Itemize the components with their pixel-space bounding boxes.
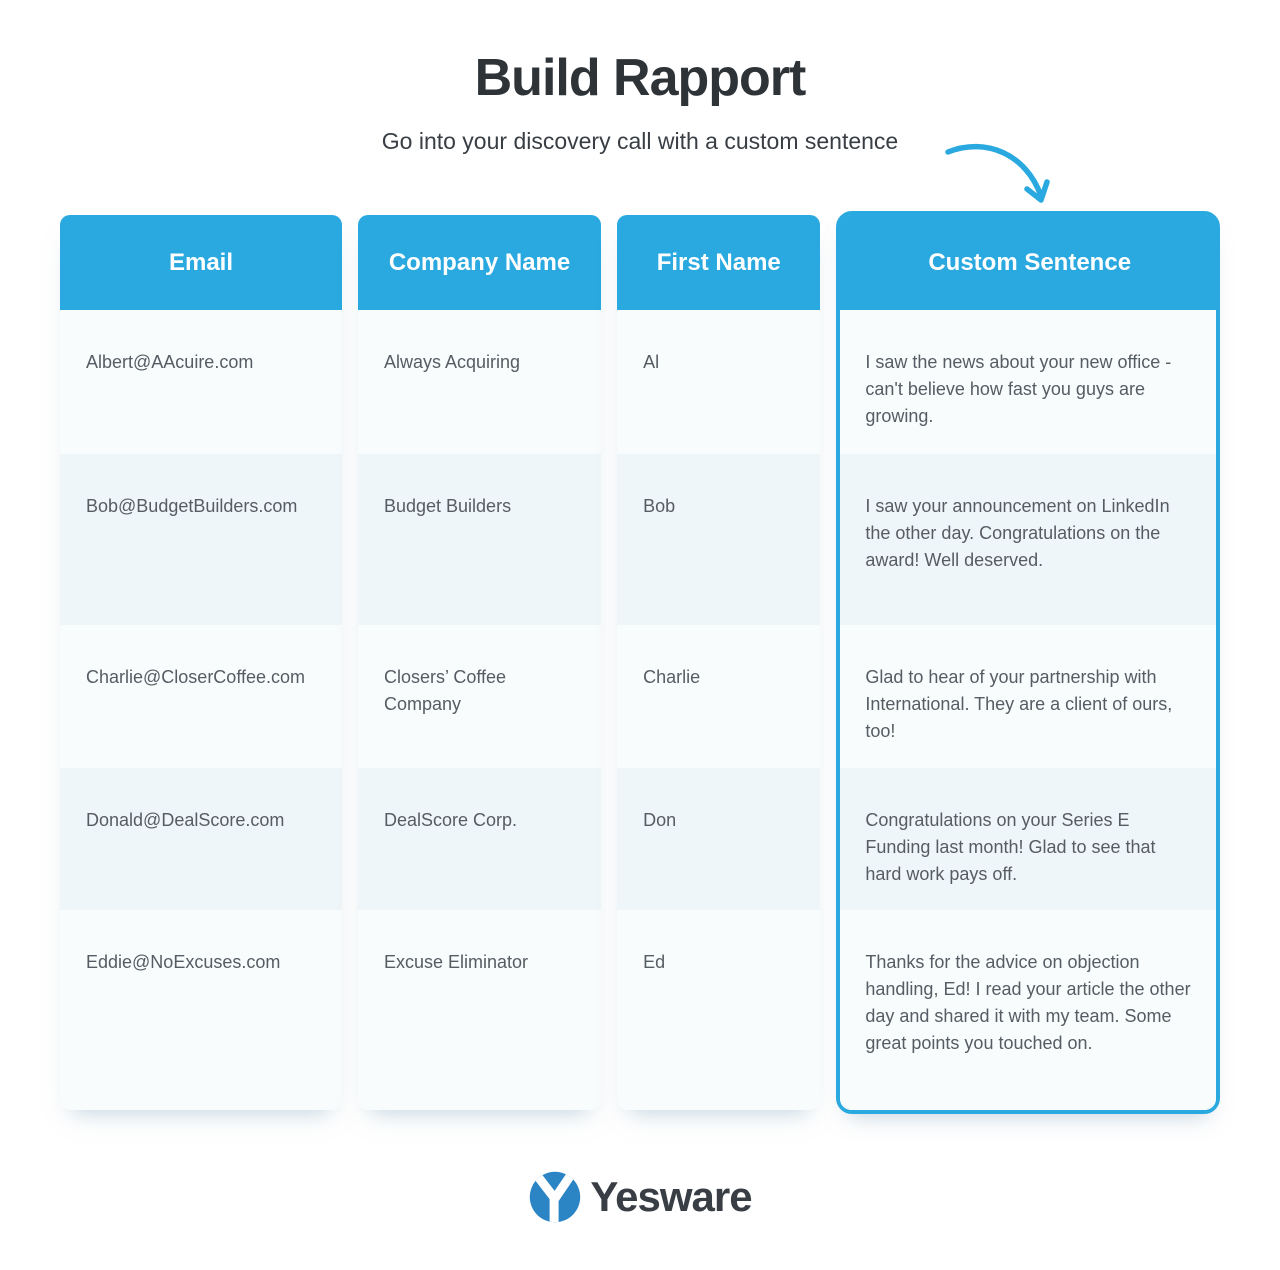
cell-first-name: Charlie xyxy=(617,625,821,768)
column-company-name: Company Name Always Acquiring Budget Bui… xyxy=(357,215,602,1110)
cell-first-name: Al xyxy=(617,310,821,454)
cell-email: Charlie@CloserCoffee.com xyxy=(60,625,342,768)
cell-company-name: DealScore Corp. xyxy=(357,768,602,910)
footer: Yesware xyxy=(0,1170,1280,1224)
cell-email: Eddie@NoExcuses.com xyxy=(60,910,342,1110)
cell-company-name: Always Acquiring xyxy=(357,310,602,454)
page-subtitle: Go into your discovery call with a custo… xyxy=(381,128,899,154)
cell-first-name: Don xyxy=(617,768,821,910)
yesware-logo-icon xyxy=(528,1170,582,1224)
column-header-company-name: Company Name xyxy=(357,215,602,310)
column-custom-sentence-highlighted: Custom Sentence I saw the news about you… xyxy=(836,211,1221,1114)
cell-company-name: Excuse Eliminator xyxy=(357,910,602,1110)
cell-first-name: Ed xyxy=(617,910,821,1110)
cell-email: Donald@DealScore.com xyxy=(60,768,342,910)
cell-custom-sentence: Congratulations on your Series E Funding… xyxy=(840,768,1217,910)
curved-arrow-icon xyxy=(942,136,1062,218)
cell-custom-sentence: Thanks for the advice on objection handl… xyxy=(840,910,1217,1110)
column-header-email: Email xyxy=(60,215,342,310)
cell-email: Bob@BudgetBuilders.com xyxy=(60,454,342,625)
cell-first-name: Bob xyxy=(617,454,821,625)
page-title: Build Rapport xyxy=(474,49,807,107)
cell-email: Albert@AAcuire.com xyxy=(60,310,342,454)
column-header-first-name: First Name xyxy=(617,215,821,310)
column-first-name: First Name Al Bob Charlie Don Ed xyxy=(617,215,821,1110)
brand-name: Yesware xyxy=(590,1173,752,1220)
cell-custom-sentence: Glad to hear of your partnership with In… xyxy=(840,625,1217,768)
column-email: Email Albert@AAcuire.com Bob@BudgetBuild… xyxy=(60,215,342,1110)
cell-company-name: Closers’ Coffee Company xyxy=(357,625,602,768)
cell-company-name: Budget Builders xyxy=(357,454,602,625)
rapport-table: Email Albert@AAcuire.com Bob@BudgetBuild… xyxy=(60,211,1221,1114)
column-header-custom-sentence: Custom Sentence xyxy=(840,215,1217,310)
cell-custom-sentence: I saw the news about your new office - c… xyxy=(840,310,1217,454)
cell-custom-sentence: I saw your announcement on LinkedIn the … xyxy=(840,454,1217,625)
